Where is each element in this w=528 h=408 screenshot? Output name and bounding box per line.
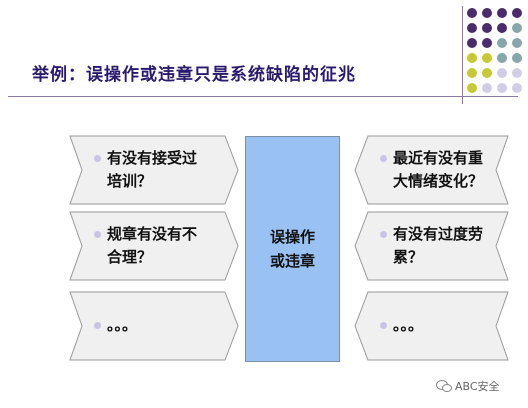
right-item-text: 最近有没有重 大情绪变化？	[393, 149, 484, 190]
left-arrow-shape-2	[69, 211, 239, 281]
right-item-emotion: 最近有没有重 大情绪变化？	[380, 147, 483, 193]
decorative-dot	[467, 68, 477, 78]
center-box: 误操作 或违章	[245, 136, 340, 362]
decorative-dot	[482, 8, 492, 18]
decorative-dot	[497, 83, 507, 93]
bullet-icon	[380, 155, 387, 162]
center-line-2: 或违章	[269, 252, 315, 270]
wechat-icon	[436, 380, 452, 392]
left-item-training: 有没有接受过 培训？	[94, 147, 197, 193]
decorative-dot	[482, 83, 492, 93]
right-item-text: 有没有过度劳 累？	[393, 225, 484, 266]
right-item-text: 。。。	[393, 316, 424, 334]
right-item-ellipsis: 。。。	[380, 314, 423, 337]
watermark: ABC安全	[436, 378, 500, 394]
left-item-text: 。。。	[107, 316, 138, 334]
title-underline	[8, 96, 518, 97]
decorative-dot	[512, 68, 522, 78]
bullet-icon	[94, 231, 101, 238]
bullet-icon	[380, 322, 387, 329]
decorative-dot	[512, 23, 522, 33]
decorative-dot	[467, 83, 477, 93]
left-arrow-shape-3	[69, 291, 239, 361]
decorative-dot	[497, 68, 507, 78]
decorative-vertical-line	[462, 6, 463, 104]
decorative-dot	[497, 53, 507, 63]
left-item-text: 有没有接受过 培训？	[107, 149, 198, 190]
decorative-dot	[497, 8, 507, 18]
decorative-dot	[482, 53, 492, 63]
decorative-dot	[467, 8, 477, 18]
decorative-dot	[482, 23, 492, 33]
bullet-icon	[94, 322, 101, 329]
decorative-dot-grid	[467, 8, 522, 93]
right-arrow-shape-1	[354, 135, 509, 205]
decorative-dot	[512, 8, 522, 18]
bullet-icon	[380, 231, 387, 238]
right-item-fatigue: 有没有过度劳 累？	[380, 223, 483, 269]
right-arrow-shape-3	[354, 291, 509, 361]
left-item-text: 规章有没有不 合理？	[107, 225, 198, 266]
left-item-ellipsis: 。。。	[94, 314, 137, 337]
left-arrow-shape-1	[69, 135, 239, 205]
right-arrow-shape-2	[354, 211, 509, 281]
decorative-dot	[482, 68, 492, 78]
decorative-dot	[497, 23, 507, 33]
decorative-dot	[512, 83, 522, 93]
left-item-rules: 规章有没有不 合理？	[94, 223, 197, 269]
page-title: 举例：误操作或违章只是系统缺陷的征兆	[32, 65, 356, 85]
decorative-dot	[512, 38, 522, 48]
decorative-dot	[467, 53, 477, 63]
decorative-dot	[467, 38, 477, 48]
center-line-1: 误操作	[269, 228, 315, 246]
decorative-dot	[512, 53, 522, 63]
bullet-icon	[94, 155, 101, 162]
decorative-dot	[497, 38, 507, 48]
decorative-dot	[467, 23, 477, 33]
watermark-text: ABC安全	[455, 380, 500, 393]
decorative-dot	[482, 38, 492, 48]
